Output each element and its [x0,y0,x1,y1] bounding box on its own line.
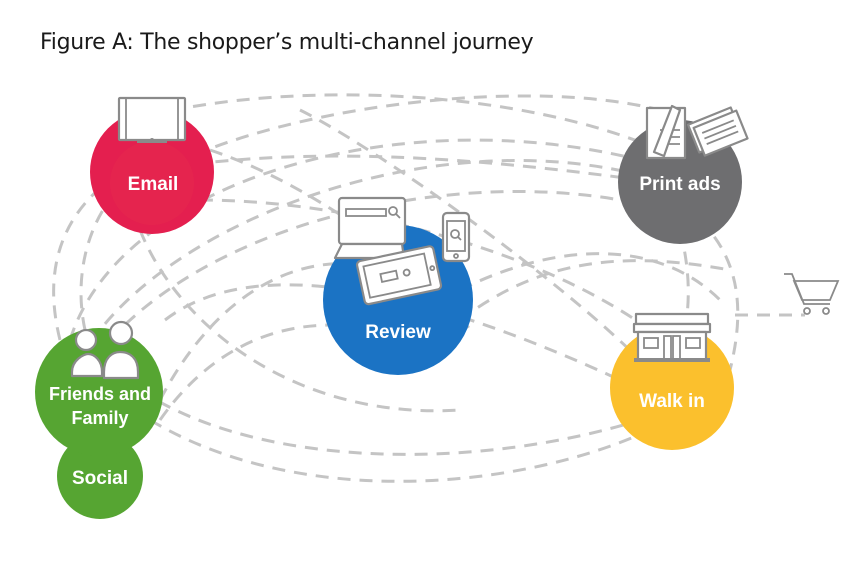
connector-line [149,418,651,483]
social-label: Social [72,468,128,489]
social-circle [57,433,143,519]
connector-line [698,218,740,371]
storefront-icon [632,312,712,362]
print-ads-label: Print ads [639,174,720,195]
connector-line [138,229,461,413]
friends-family-label-line2: Family [71,408,128,428]
connector-line [79,178,131,331]
people-icon [70,320,140,380]
node-review: Review [323,196,473,375]
review-label: Review [365,322,431,343]
email-label: Email [128,174,179,195]
node-email: Email [90,96,214,234]
connector-line [139,388,641,456]
node-friends-family: Friends and Family Social [35,320,163,519]
newspaper-icon [645,104,749,160]
walk-in-label: Walk in [639,391,705,412]
connector-line [68,138,641,341]
email-inner-circle [110,141,194,225]
node-walk-in: Walk in [610,312,734,450]
devices-icon [333,196,471,306]
connector-line [164,283,621,382]
figure-title: Figure A: The shopper’s multi-channel jo… [40,30,534,55]
connector-line [199,198,651,332]
friends-family-label-line1: Friends and [49,384,151,404]
node-print-ads: Print ads [618,104,749,244]
connector-line [78,159,641,361]
connector-line [459,259,731,322]
shopping-cart-icon [784,273,840,315]
tv-monitor-icon [117,96,187,143]
connector-line [459,252,722,302]
connector-line [149,93,661,152]
